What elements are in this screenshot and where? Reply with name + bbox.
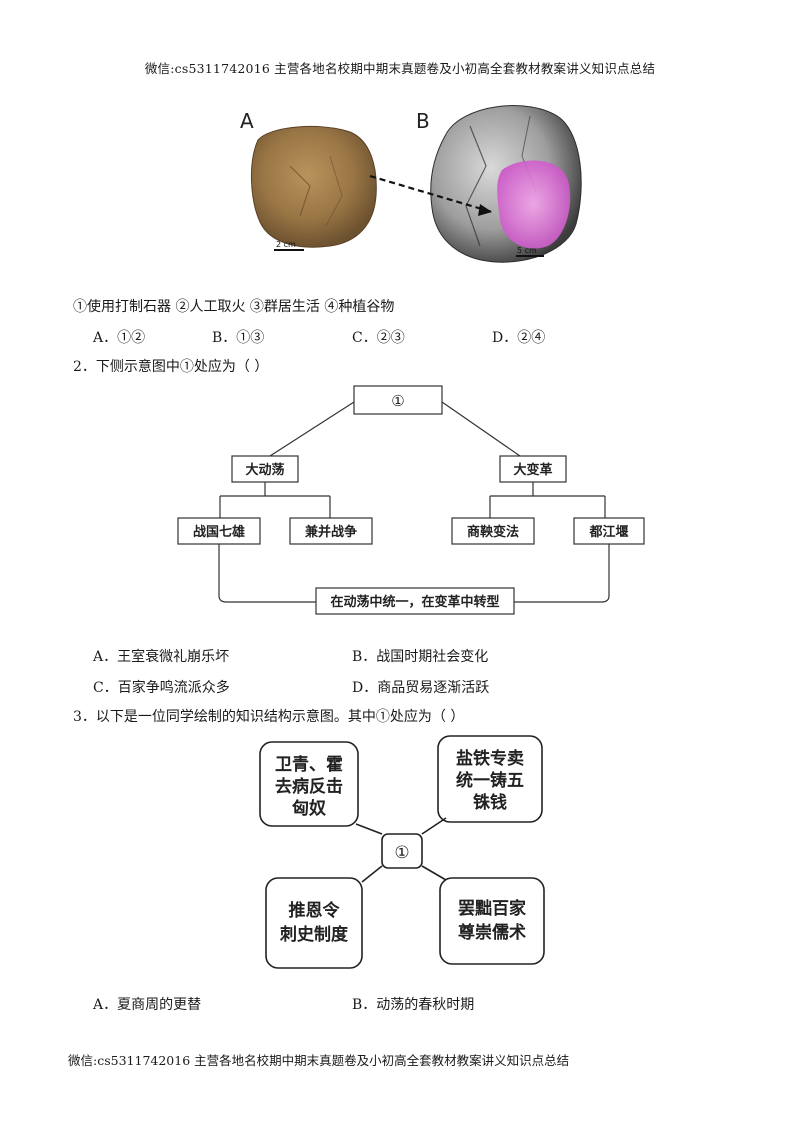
page-footer: 微信:cs5311742016 主营各地名校期中期末真题卷及小初高全套教材教案讲… <box>68 1053 570 1068</box>
q1-items: ①使用打制石器 ②人工取火 ③群居生活 ④种植谷物 <box>73 299 395 315</box>
q3-diagram: ① 卫青、霍 去病反击 匈奴 盐铁专卖 统一铸五 铢钱 推恩令 刺史制度 罢黜百… <box>259 735 545 969</box>
q1-option-d[interactable]: D．②④ <box>492 330 546 346</box>
q3-tr-line1: 盐铁专卖 <box>456 748 524 769</box>
q2-node-ll: 战国七雄 <box>193 524 245 540</box>
skull-b <box>430 105 582 263</box>
q2-node-left: 大动荡 <box>245 462 284 478</box>
q2-node-lr: 兼并战争 <box>305 524 357 540</box>
q3-br-line2: 尊崇儒术 <box>458 922 526 943</box>
q2-option-d[interactable]: D．商品贸易逐渐活跃 <box>352 680 490 696</box>
q2-stem: 2．下侧示意图中①处应为（ ） <box>73 359 269 375</box>
fossil-fragment-a <box>251 125 377 248</box>
q3-stem: 3．以下是一位同学绘制的知识结构示意图。其中①处应为（ ） <box>73 709 465 725</box>
q2-diagram: ① 大动荡 大变革 战国七雄 兼并战争 商鞅变法 都江堰 在动荡中统一，在变革中… <box>177 385 645 615</box>
skull-figure: A 2 cm B 5 cm <box>240 105 582 263</box>
q3-option-b[interactable]: B．动荡的春秋时期 <box>352 997 475 1013</box>
q2-node-rl: 商鞅变法 <box>467 524 519 540</box>
q3-option-a[interactable]: A．夏商周的更替 <box>93 997 202 1013</box>
q2-option-c[interactable]: C．百家争鸣流派众多 <box>93 680 230 696</box>
q3-tl-line1: 卫青、霍 <box>275 754 343 775</box>
q3-tr-line3: 铢钱 <box>473 792 507 813</box>
q3-center: ① <box>394 843 409 863</box>
q2-node-top: ① <box>391 392 404 410</box>
page-header: 微信:cs5311742016 主营各地名校期中期末真题卷及小初高全套教材教案讲… <box>144 61 656 76</box>
q1-option-a[interactable]: A．①② <box>93 330 146 346</box>
scale-a: 2 cm <box>276 240 296 249</box>
q2-option-a[interactable]: A．王室衰微礼崩乐坏 <box>93 649 230 665</box>
scale-b: 5 cm <box>517 246 537 255</box>
q2-node-rr: 都江堰 <box>588 524 628 540</box>
q1-option-c[interactable]: C．②③ <box>352 330 405 346</box>
q2-option-b[interactable]: B．战国时期社会变化 <box>352 649 489 665</box>
label-a: A <box>240 109 254 133</box>
q3-tr-line2: 统一铸五 <box>456 770 524 791</box>
highlight-region <box>497 160 571 249</box>
q2-node-right: 大变革 <box>513 462 552 478</box>
q3-tl-line3: 匈奴 <box>291 798 326 819</box>
q3-br-line1: 罢黜百家 <box>458 898 526 919</box>
q3-tl-line2: 去病反击 <box>275 776 343 797</box>
q1-option-b[interactable]: B．①③ <box>212 330 265 346</box>
label-b: B <box>416 109 430 133</box>
q3-bl-line1: 推恩令 <box>289 900 341 921</box>
q2-node-bottom: 在动荡中统一，在变革中转型 <box>330 594 499 610</box>
q3-bl-line2: 刺史制度 <box>280 924 349 945</box>
